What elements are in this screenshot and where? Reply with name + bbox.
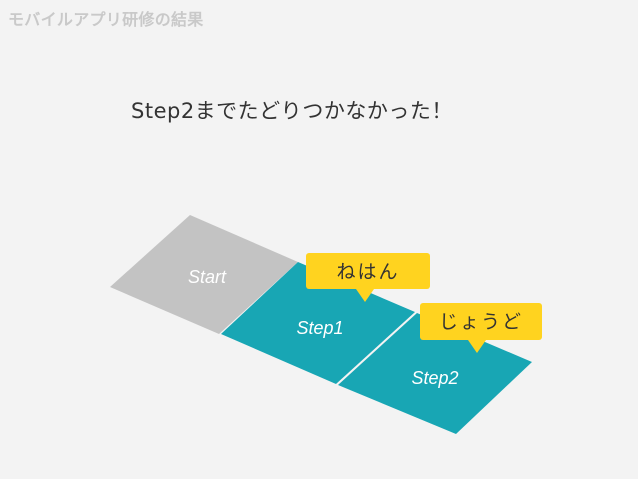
callout-nehan-text: ねはん (336, 261, 399, 283)
callout-nehan-pointer (356, 289, 374, 302)
page-header-title: モバイルアプリ研修の結果 (8, 10, 204, 29)
callout-joudo-text: じょうど (439, 311, 523, 333)
callout-nehan: ねはん (306, 253, 430, 302)
callout-joudo: じょうど (420, 303, 542, 353)
page-title: Step2までたどりつかなかった！ (131, 99, 453, 123)
step2-cell-label: Step2 (411, 368, 458, 388)
start-cell (110, 215, 298, 334)
callout-joudo-bubble (420, 303, 542, 340)
start-cell-label: Start (188, 267, 227, 287)
callout-nehan-bubble (306, 253, 430, 289)
step1-cell-label: Step1 (296, 318, 343, 338)
callout-joudo-pointer (468, 340, 486, 353)
